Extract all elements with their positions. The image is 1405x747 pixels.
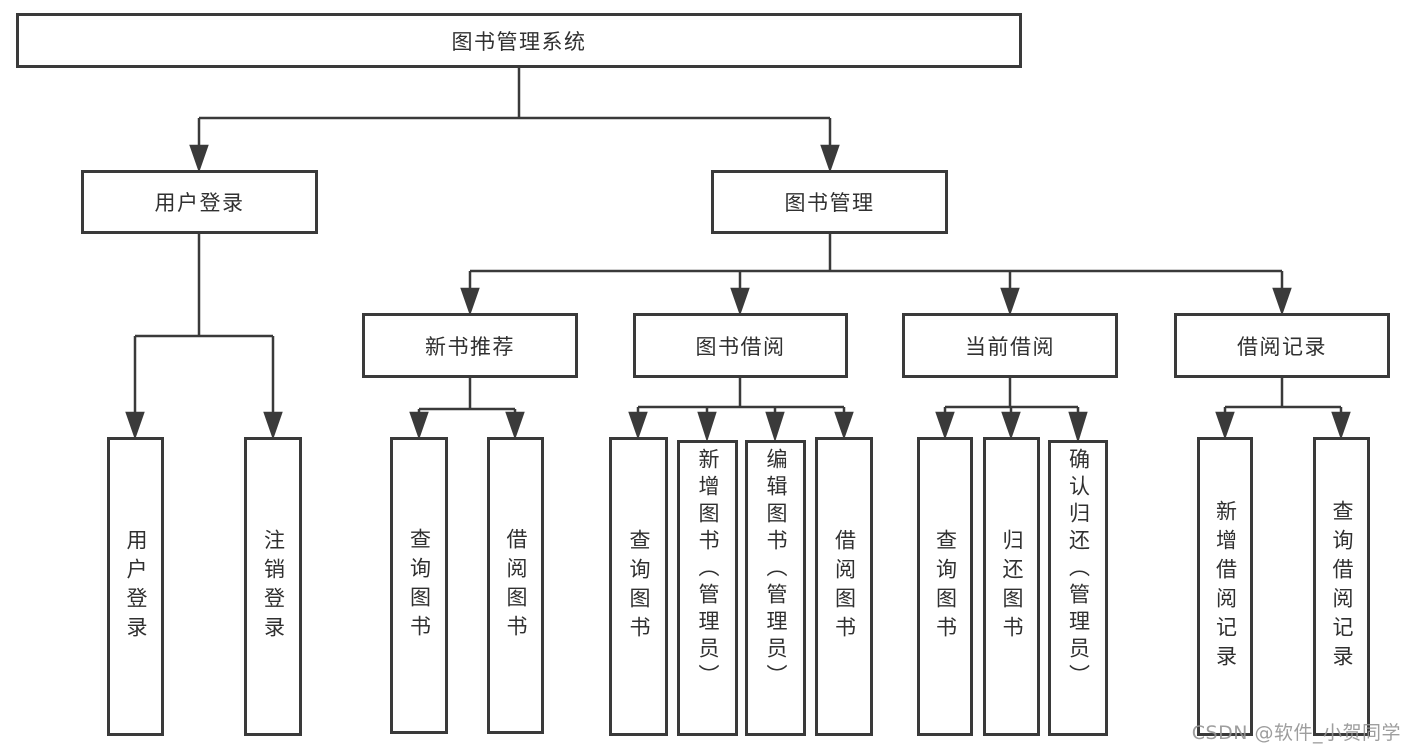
- connector-new-book-recommend-to-leaves: [409, 378, 525, 440]
- leaf-add-book-admin: 新增图书（管理员）: [677, 440, 738, 736]
- connector-user-login-to-leaves: [125, 234, 283, 440]
- leaf-user-login: 用户登录: [107, 437, 164, 736]
- leaf-return-books: 归还图书: [983, 437, 1040, 736]
- leaf-edit-book-admin: 编辑图书（管理员）: [745, 440, 806, 736]
- leaf-query-books-borrowing: 查询图书: [609, 437, 668, 736]
- node-book-management: 图书管理: [711, 170, 948, 234]
- leaf-borrow-books-recommend: 借阅图书: [487, 437, 544, 734]
- leaf-query-books-current: 查询图书: [917, 437, 973, 736]
- connector-current-borrowing-to-leaves: [935, 378, 1088, 444]
- leaf-confirm-return-admin: 确认归还（管理员）: [1048, 440, 1108, 736]
- node-library-system-root: 图书管理系统: [16, 13, 1022, 68]
- node-user-login: 用户登录: [81, 170, 318, 234]
- node-current-borrowing: 当前借阅: [902, 313, 1118, 378]
- connector-root-to-level2: [189, 68, 840, 173]
- leaf-add-borrow-record: 新增借阅记录: [1197, 437, 1253, 736]
- leaf-query-books-recommend: 查询图书: [390, 437, 448, 734]
- node-borrowing-records: 借阅记录: [1174, 313, 1390, 378]
- node-new-book-recommend: 新书推荐: [362, 313, 578, 378]
- leaf-borrow-books-borrowing: 借阅图书: [815, 437, 873, 736]
- connector-borrowing-records-to-leaves: [1215, 378, 1351, 440]
- leaf-logout: 注销登录: [244, 437, 302, 736]
- connector-book-management-to-level3: [460, 234, 1292, 316]
- node-book-borrowing: 图书借阅: [633, 313, 848, 378]
- connector-book-borrowing-to-leaves: [628, 378, 854, 443]
- csdn-watermark: CSDN @软件_小贺同学: [1191, 722, 1401, 744]
- leaf-query-borrow-record: 查询借阅记录: [1313, 437, 1370, 736]
